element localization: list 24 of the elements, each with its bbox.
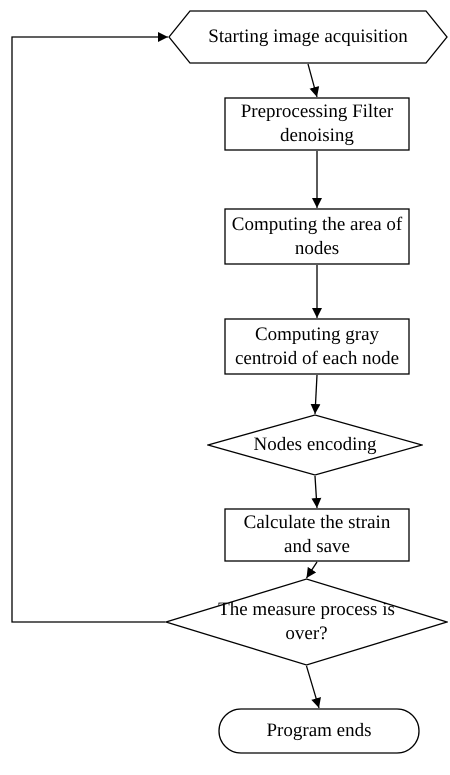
arrow bbox=[306, 562, 318, 578]
node-label: The measure process is over? bbox=[217, 598, 396, 646]
terminal-box bbox=[218, 708, 420, 754]
node-label: Preprocessing Filter denoising bbox=[240, 100, 394, 148]
node-label: Starting image acquisition bbox=[208, 25, 408, 49]
arrow bbox=[311, 476, 322, 508]
start-hexagon bbox=[168, 10, 448, 64]
process-box bbox=[224, 318, 410, 375]
process-box bbox=[224, 208, 410, 265]
decision-diamond bbox=[207, 414, 423, 476]
node-label: Program ends bbox=[266, 719, 372, 743]
arrow bbox=[310, 374, 320, 414]
decision-diamond bbox=[165, 578, 448, 666]
node-label: Computing the area of nodes bbox=[230, 212, 404, 260]
arrow bbox=[307, 64, 320, 98]
arrow bbox=[11, 32, 168, 623]
node-label: Calculate the strain and save bbox=[242, 511, 392, 559]
node-label: Computing gray centroid of each node bbox=[234, 322, 400, 370]
arrow bbox=[312, 151, 322, 208]
process-box bbox=[224, 508, 410, 562]
arrow bbox=[306, 666, 321, 708]
arrow bbox=[312, 265, 322, 318]
process-box bbox=[224, 97, 410, 151]
node-label: Nodes encoding bbox=[254, 433, 376, 457]
